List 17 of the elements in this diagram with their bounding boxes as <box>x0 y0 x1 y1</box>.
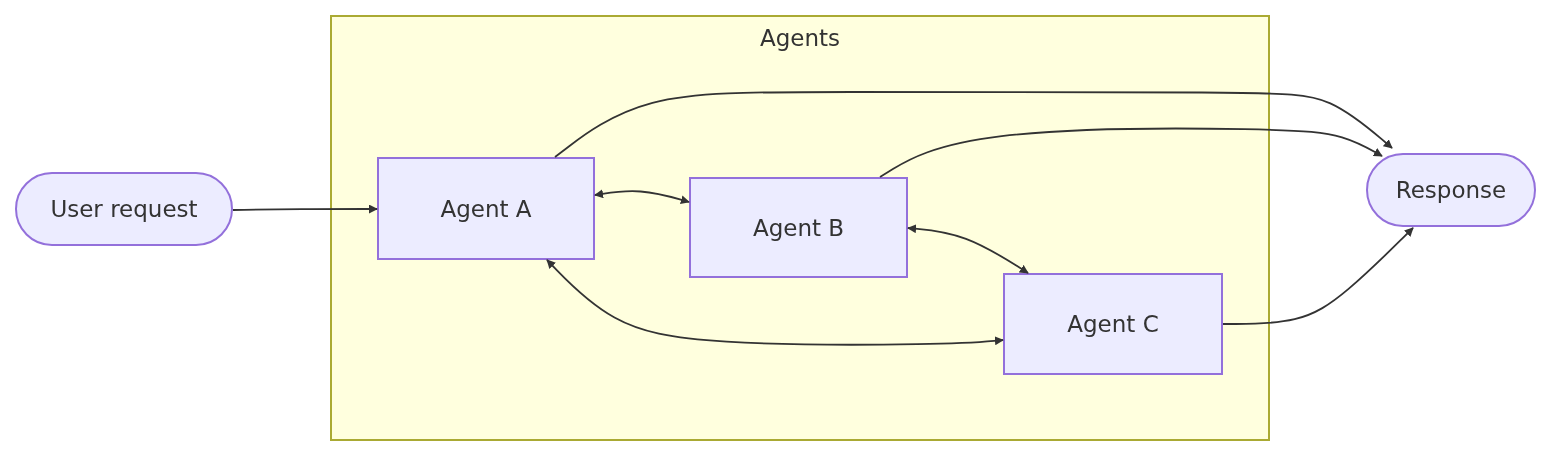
arrow <box>879 127 1383 178</box>
arrow <box>546 259 1004 346</box>
node-label: Agent C <box>1067 311 1159 337</box>
arrow <box>907 224 1029 274</box>
arrow <box>232 204 378 214</box>
node-label: Agent B <box>752 214 845 241</box>
node-label: Response <box>1395 177 1507 203</box>
group-label: Agents <box>759 25 841 51</box>
process-box <box>377 157 595 260</box>
arrow <box>594 189 690 205</box>
node-label: Agent A <box>440 195 532 222</box>
group-container <box>330 15 1270 441</box>
arrow <box>1222 227 1414 325</box>
node-label: User request <box>50 196 198 222</box>
arrow <box>554 91 1393 158</box>
process-box <box>689 177 908 278</box>
process-box <box>1003 273 1223 375</box>
